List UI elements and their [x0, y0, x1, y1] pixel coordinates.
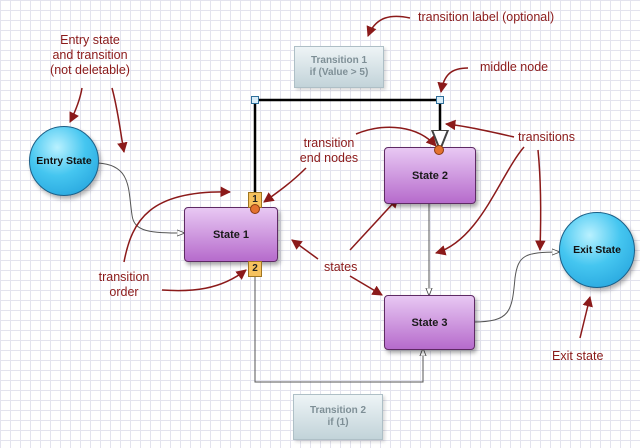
transition-label-2-title: Transition 2 [309, 405, 367, 416]
transition-end-node-2[interactable] [434, 145, 444, 155]
annot-arrow-entry-state [69, 87, 83, 123]
transition-label-1-title: Transition 1 [310, 55, 368, 66]
state-1-node[interactable]: State 1 [184, 207, 278, 262]
annotation-transitions: transitions [518, 130, 575, 144]
annot-arrow-transition-top [444, 119, 515, 138]
state-2-label: State 2 [411, 169, 449, 182]
annot-arrow-transition-exit [535, 149, 546, 252]
middle-node-right[interactable] [436, 96, 444, 104]
annot-arrow-exit [579, 295, 593, 339]
state-3-node[interactable]: State 3 [384, 295, 475, 350]
state-1-label: State 1 [212, 228, 250, 241]
annotation-transition-order: transition order [92, 270, 156, 300]
annot-arrow-end-node-1 [263, 167, 307, 203]
state-2-node[interactable]: State 2 [384, 147, 476, 204]
transition-order-badge-2[interactable]: 2 [248, 261, 262, 277]
transition-entry-to-state1[interactable] [97, 162, 184, 233]
annot-arrow-end-node-2 [355, 126, 437, 147]
transition-state1-to-state3[interactable] [254, 276, 423, 383]
annotation-order-line-1: transition [98, 270, 150, 284]
state-3-label: State 3 [411, 316, 448, 329]
annotation-entry-line-2: and transition [52, 48, 128, 62]
annotation-exit-state: Exit state [552, 349, 604, 363]
annotation-end-nodes: transition end nodes [294, 136, 364, 166]
annot-arrow-middle-node [437, 67, 469, 94]
transition-label-1-condition: if (Value > 5) [309, 67, 369, 78]
annot-arrow-order [161, 269, 247, 292]
transition-label-2-condition: if (1) [327, 417, 349, 428]
entry-state-node[interactable]: Entry State [29, 126, 99, 196]
annot-arrow-states-state1 [291, 239, 319, 260]
annotation-entry-state: Entry state and transition (not deletabl… [40, 33, 140, 78]
entry-state-label: Entry State [36, 155, 92, 167]
transition-state1-to-state2-bold[interactable] [253, 98, 440, 200]
annot-arrow-transition-state1 [123, 186, 232, 263]
annotation-transition-label: transition label (optional) [418, 10, 555, 24]
annot-arrow-transition-mid [434, 146, 525, 256]
annotation-states: states [324, 260, 358, 274]
transition-end-node-1[interactable] [250, 204, 260, 214]
middle-node-left[interactable] [251, 96, 259, 104]
annotation-end-nodes-line-2: end nodes [299, 151, 359, 165]
annotation-entry-line-1: Entry state [60, 33, 120, 47]
annot-arrow-entry-transition [111, 87, 128, 154]
annot-arrow-states-state2 [349, 197, 399, 251]
transition-label-1[interactable]: Transition 1 if (Value > 5) [294, 46, 384, 88]
annotation-order-line-2: order [109, 285, 139, 299]
exit-state-node[interactable]: Exit State [559, 212, 635, 288]
annot-arrow-states-state3 [349, 275, 383, 296]
annot-arrow-transition-label [366, 15, 411, 37]
transition-state3-to-exit[interactable] [472, 252, 559, 323]
annotation-entry-line-3: (not deletable) [50, 63, 130, 77]
exit-state-label: Exit State [573, 244, 621, 256]
annotation-end-nodes-line-1: transition [303, 136, 355, 150]
transition-label-2[interactable]: Transition 2 if (1) [293, 394, 383, 440]
annotation-middle-node: middle node [480, 60, 549, 74]
